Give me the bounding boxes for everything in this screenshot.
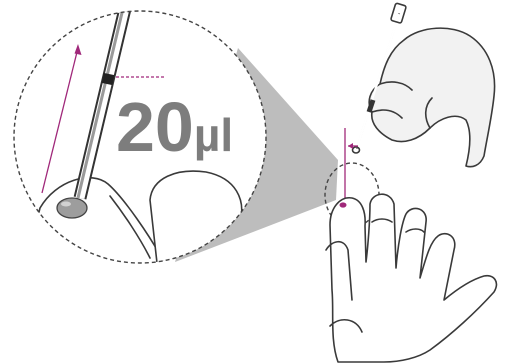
pricked-hand [326,194,496,362]
blood-drop [340,202,347,207]
magnified-blood-drop [57,198,87,218]
volume-unit: µl [194,109,233,161]
magnified-view: 20µl [14,0,266,290]
approach-arrow [345,128,358,205]
volume-number: 20 [116,88,194,166]
